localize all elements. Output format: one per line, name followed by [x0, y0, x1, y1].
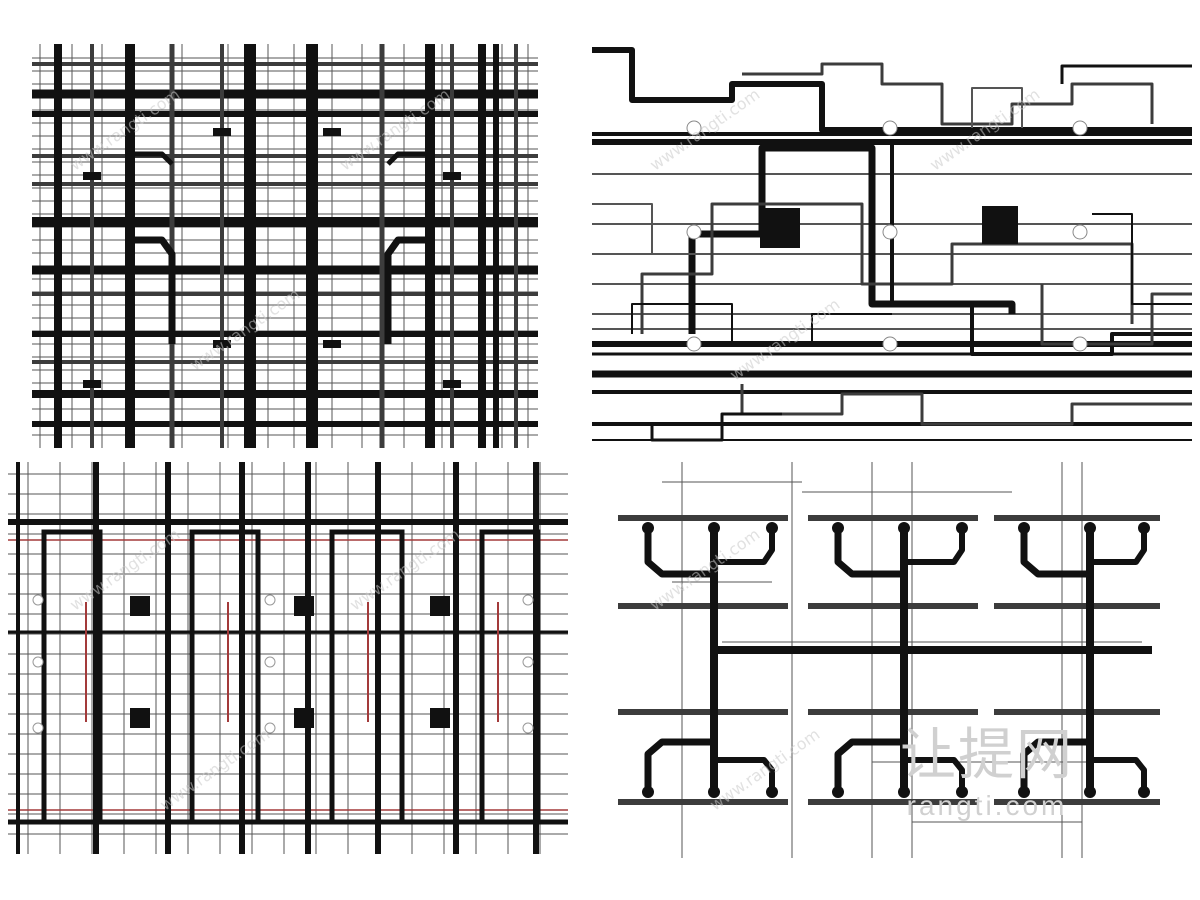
duct-box: [982, 206, 1018, 244]
pipe-grid-icon: [32, 44, 538, 448]
pipe-frame: [189, 529, 261, 825]
duct-box: [294, 708, 314, 728]
elbow-pipe: [718, 757, 775, 790]
duct-box: [760, 208, 800, 248]
routed-pipe: [1060, 64, 1192, 84]
routed-pipe: [592, 203, 702, 255]
pipe-cap: [766, 786, 778, 798]
elbow-pipe: [908, 757, 965, 790]
watermark-brand-domain: rangti.com: [906, 790, 1068, 821]
elbow-pipe: [132, 151, 174, 166]
pipe-cap: [1138, 522, 1150, 534]
elbow-pipe: [718, 530, 775, 565]
duct-box: [430, 708, 450, 728]
pipe-fitting: [1072, 120, 1088, 136]
pipe-cap: [1018, 786, 1030, 798]
duct-box: [430, 596, 450, 616]
elbow-pipe: [1094, 530, 1147, 565]
routed-pipe: [688, 144, 1016, 334]
pipe-cap: [708, 522, 720, 534]
pipe-fitting: [882, 224, 898, 240]
pipe-fitting: [264, 722, 276, 734]
pipe-fitting: [686, 336, 702, 352]
pipe-cap: [898, 786, 910, 798]
elbow-pipe: [834, 530, 900, 578]
elbow-pipe: [132, 236, 176, 344]
pipe-frame-icon: [8, 462, 568, 854]
routed-pipe: [1040, 284, 1192, 346]
elbow-pipe: [908, 530, 965, 565]
routed-pipe: [631, 303, 892, 345]
pipe-cap: [832, 786, 844, 798]
pipe-fitting: [32, 656, 44, 668]
pipe-cap: [1138, 786, 1150, 798]
pipe-cap: [766, 522, 778, 534]
valve-box: [323, 340, 341, 348]
pipe-fitting: [264, 656, 276, 668]
duct-box: [294, 596, 314, 616]
routed-pipe: [640, 202, 1134, 334]
pipe-frame-drawing: [8, 462, 568, 854]
watermark-logo: 让提网 rangti.com: [900, 728, 1074, 822]
pipe-frame: [479, 529, 541, 825]
elbow-pipe: [1020, 738, 1086, 790]
pipe-cap: [1018, 522, 1030, 534]
pipe-cap: [642, 522, 654, 534]
pipe-cap: [708, 786, 720, 798]
routed-pipe: [592, 412, 782, 442]
pipe-cap: [1084, 786, 1096, 798]
pipe-fitting: [686, 120, 702, 136]
pipe-fitting: [1072, 224, 1088, 240]
pipe-cap: [956, 522, 968, 534]
duct-box: [130, 596, 150, 616]
pipe-fitting: [522, 594, 534, 606]
pipe-cap: [956, 786, 968, 798]
pipe-fitting: [522, 722, 534, 734]
pipe-manifold-icon: [618, 462, 1160, 858]
pipe-cap: [1084, 522, 1096, 534]
routed-pipe: [971, 87, 1023, 128]
watermark-brand-cn: 让提网: [900, 723, 1074, 788]
elbow-pipe: [644, 738, 710, 790]
valve-box: [213, 128, 231, 136]
elbow-pipe: [1020, 530, 1086, 578]
pipe-route-icon: [592, 47, 1192, 442]
pipe-cap: [898, 522, 910, 534]
pipe-fitting: [32, 594, 44, 606]
pipe-grid-drawing: [32, 44, 538, 448]
elbow-pipe: [386, 151, 428, 166]
pipe-frame: [329, 529, 405, 825]
pipe-manifold-drawing: [612, 462, 1160, 858]
elbow-pipe: [384, 236, 428, 344]
pipe-fitting: [522, 656, 534, 668]
valve-box: [213, 340, 231, 348]
pipe-cap: [642, 786, 654, 798]
valve-box: [83, 172, 101, 180]
elbow-pipe: [644, 530, 710, 578]
pipe-cap: [832, 522, 844, 534]
elbow-pipe: [834, 738, 900, 790]
valve-box: [83, 380, 101, 388]
routed-pipe: [890, 140, 1192, 356]
routed-pipe: [1092, 213, 1192, 305]
pipe-route-drawing: [592, 44, 1192, 446]
elbow-pipe: [1094, 757, 1147, 790]
pipe-fitting: [1072, 336, 1088, 352]
valve-box: [323, 128, 341, 136]
pipe-fitting: [686, 224, 702, 240]
valve-box: [443, 172, 461, 180]
pipe-fitting: [882, 120, 898, 136]
routed-pipe: [592, 47, 1192, 133]
routed-pipe: [742, 62, 1154, 126]
valve-box: [443, 380, 461, 388]
duct-box: [130, 708, 150, 728]
pipe-frame: [41, 529, 103, 825]
pipe-fitting: [882, 336, 898, 352]
pipe-fitting: [32, 722, 44, 734]
pipe-fitting: [264, 594, 276, 606]
